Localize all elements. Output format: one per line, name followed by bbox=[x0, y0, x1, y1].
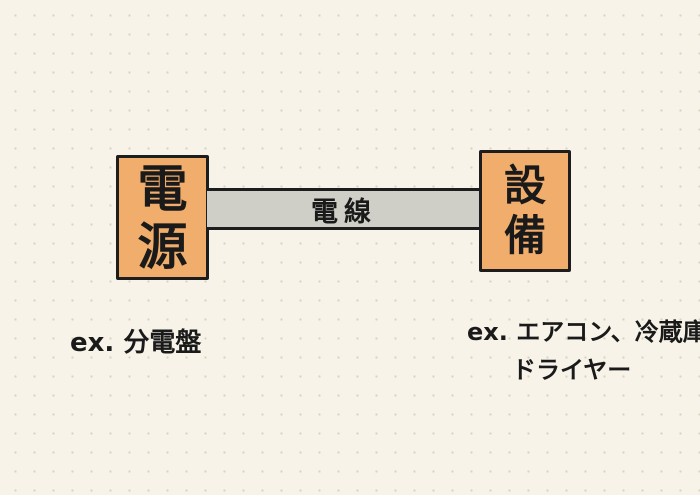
electric-wire-label: 電線 bbox=[311, 196, 377, 228]
equipment-label-char: 備 bbox=[503, 211, 546, 260]
power-source-box: 電 源 bbox=[116, 155, 209, 280]
equipment-example-line-2: ドライヤー bbox=[512, 356, 632, 384]
equipment-label-char: 設 bbox=[503, 161, 546, 210]
power-source-label-char: 電 bbox=[137, 159, 188, 218]
power-source-example: ex. 分電盤 bbox=[70, 328, 202, 358]
electric-wire: 電線 bbox=[207, 188, 481, 230]
equipment-box: 設 備 bbox=[479, 150, 571, 272]
power-source-label-char: 源 bbox=[137, 217, 188, 276]
equipment-example-line-1: ex. エアコン、冷蔵庫 bbox=[467, 318, 700, 346]
